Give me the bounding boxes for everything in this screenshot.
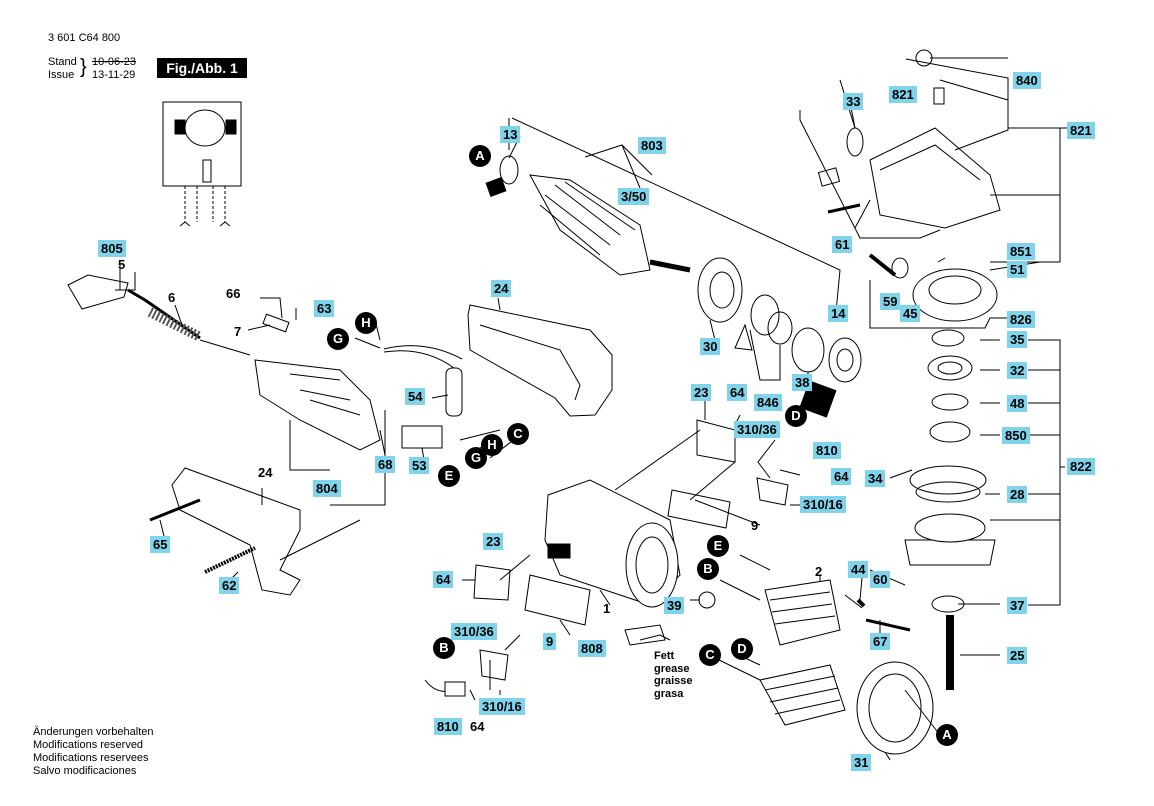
part-label-25: 25 [1007, 647, 1028, 664]
part-label-34: 34 [865, 470, 886, 487]
part-label-68: 68 [375, 456, 396, 473]
part-label-39: 39 [664, 597, 685, 614]
part-label-48: 48 [1007, 395, 1028, 412]
part-label-23: 23 [483, 533, 504, 550]
part-label-805: 805 [98, 240, 126, 257]
marker-c: C [507, 423, 529, 445]
part-label-64: 64 [831, 468, 852, 485]
part-label-851: 851 [1007, 243, 1035, 260]
marker-c: C [699, 644, 721, 666]
part-label-61: 61 [832, 236, 853, 253]
part-label-808: 808 [578, 640, 606, 657]
part-label-804: 804 [313, 480, 341, 497]
marker-b: B [433, 637, 455, 659]
part-label-7: 7 [234, 324, 242, 339]
part-label-9: 9 [543, 633, 557, 650]
armature [485, 155, 691, 276]
document-number: 3 601 C64 800 [48, 32, 121, 44]
marker-h: H [481, 434, 503, 456]
grease-note: Fett grease graisse grasa [654, 650, 693, 700]
part-label-59: 59 [880, 293, 901, 310]
marker-e: E [707, 535, 729, 557]
part-label-310-16: 310/16 [479, 698, 525, 715]
part-label-822: 822 [1067, 458, 1095, 475]
modifications-footnote: Änderungen vorbehalten Modifications res… [33, 726, 154, 777]
part-label-3-50: 3/50 [618, 188, 650, 205]
part-label-54: 54 [405, 388, 426, 405]
marker-h: H [355, 312, 377, 334]
part-label-31: 31 [851, 754, 872, 771]
part-label-38: 38 [792, 374, 813, 391]
part-label-850: 850 [1002, 427, 1030, 444]
part-label-64: 64 [727, 384, 748, 401]
part-label-310-36: 310/36 [734, 421, 780, 438]
part-label-840: 840 [1013, 72, 1041, 89]
part-label-24: 24 [491, 280, 512, 297]
part-label-51: 51 [1007, 261, 1028, 278]
part-label-9: 9 [751, 518, 759, 533]
stand-date: 10-06-23 [92, 56, 137, 68]
part-label-803: 803 [638, 137, 666, 154]
part-label-62: 62 [219, 577, 240, 594]
marker-d: D [731, 638, 753, 660]
part-label-13: 13 [500, 126, 521, 143]
part-label-810: 810 [813, 442, 841, 459]
part-label-5: 5 [118, 257, 126, 272]
wiring-schematic [162, 101, 242, 227]
figure-label: Fig./Abb. 1 [157, 58, 247, 78]
marker-g: G [465, 447, 487, 469]
part-label-28: 28 [1007, 486, 1028, 503]
part-label-24-side-handle: 24 [258, 465, 273, 480]
marker-g: G [327, 328, 349, 350]
marker-d: D [785, 405, 807, 427]
marker-e: E [438, 465, 460, 487]
part-label-6: 6 [168, 290, 176, 305]
part-label-821: 821 [1067, 122, 1095, 139]
part-label-821: 821 [889, 86, 917, 103]
part-label-66: 66 [226, 286, 241, 301]
part-label-310-16: 310/16 [800, 496, 846, 513]
part-label-810: 810 [434, 718, 462, 735]
part-label-67: 67 [870, 633, 891, 650]
part-label-2: 2 [815, 564, 823, 579]
marker-b: B [697, 558, 719, 580]
part-label-33: 33 [843, 93, 864, 110]
part-label-14: 14 [828, 305, 849, 322]
part-label-37: 37 [1007, 597, 1028, 614]
issue-date: 13-11-29 [92, 69, 136, 81]
part-label-60: 60 [870, 571, 891, 588]
part-label-65: 65 [150, 536, 171, 553]
part-label-64: 64 [433, 571, 454, 588]
marker-a: A [469, 145, 491, 167]
part-label-846: 846 [754, 394, 782, 411]
issue-label: Issue [48, 69, 75, 81]
part-label-826: 826 [1007, 311, 1035, 328]
part-label-23: 23 [691, 384, 712, 401]
part-label-310-36: 310/36 [451, 623, 497, 640]
stand-label: Stand [48, 56, 77, 68]
part-label-32: 32 [1007, 362, 1028, 379]
part-label-64: 64 [470, 719, 485, 734]
marker-a: A [936, 724, 958, 746]
part-label-45: 45 [900, 305, 921, 322]
part-label-63: 63 [314, 300, 335, 317]
part-label-1: 1 [603, 601, 611, 616]
brace: } [80, 56, 87, 78]
part-label-53: 53 [409, 457, 430, 474]
part-label-30: 30 [700, 338, 721, 355]
part-label-35: 35 [1007, 331, 1028, 348]
part-label-44: 44 [848, 561, 869, 578]
